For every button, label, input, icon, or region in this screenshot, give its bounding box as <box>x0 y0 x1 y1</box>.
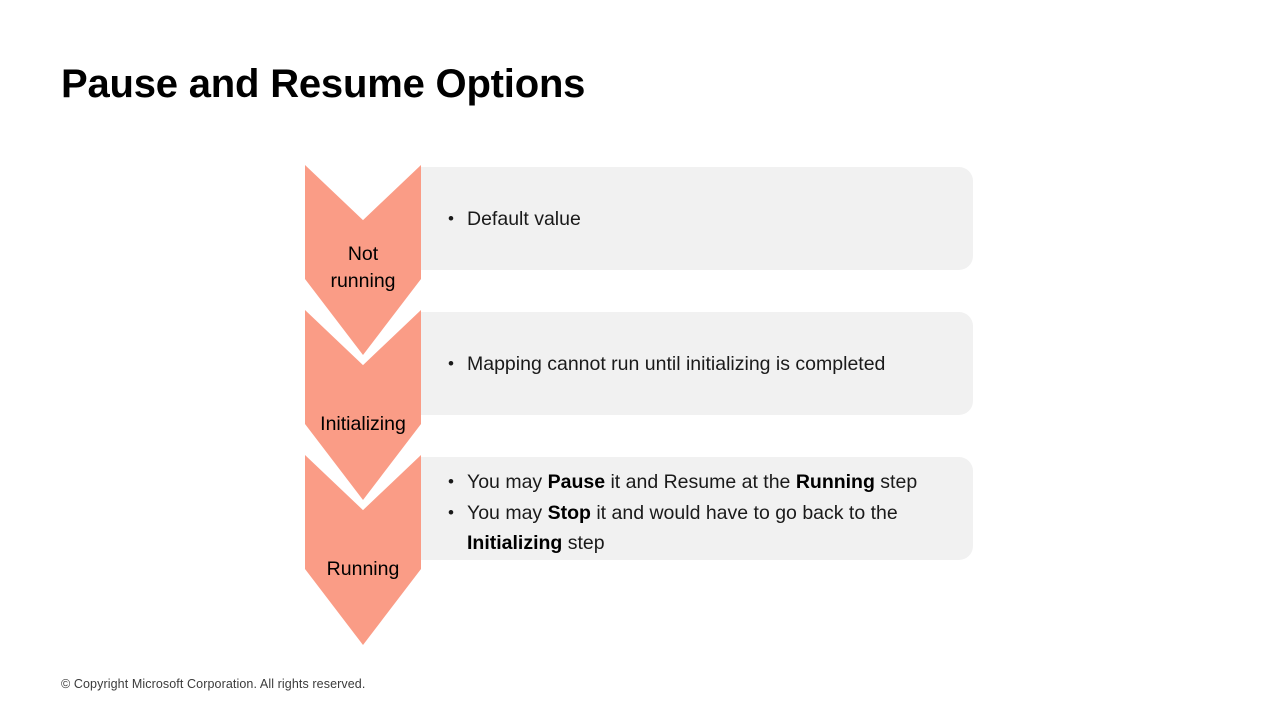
stage-content-body: Mapping cannot run until initializing is… <box>446 312 955 415</box>
bullet-text-suffix: step <box>562 532 605 554</box>
copyright-footer: © Copyright Microsoft Corporation. All r… <box>61 677 366 691</box>
stage-content-body: You may Pause it and Resume at the Runni… <box>446 457 955 560</box>
bullet-text-mid: it and Resume at the <box>605 471 796 493</box>
bullet-text: Default value <box>467 207 581 230</box>
list-item: Default value <box>446 204 955 234</box>
bullet-text: Mapping cannot run until initializing is… <box>467 352 886 375</box>
bullet-text-bold: Pause <box>547 471 606 493</box>
bullet-text-bold2: Initializing <box>467 532 563 554</box>
bullet-text-bold2: Running <box>795 471 875 493</box>
list-item: You may Stop it and would have to go bac… <box>446 498 924 558</box>
page-title: Pause and Resume Options <box>61 62 586 106</box>
bullet-text-prefix: You may <box>467 471 548 493</box>
chevron-shape <box>305 165 421 355</box>
bullet-text-mid: it and would have to go back to the <box>590 502 898 524</box>
stage-content-panel: Mapping cannot run until initializing is… <box>421 312 973 415</box>
bullet-text-suffix: step <box>874 471 918 493</box>
stage-content-panel: Default value <box>421 167 973 270</box>
bullet-list: You may Pause it and Resume at the Runni… <box>446 467 955 558</box>
bullet-list: Default value <box>446 204 955 234</box>
list-item: You may Pause it and Resume at the Runni… <box>446 467 955 497</box>
bullet-list: Mapping cannot run until initializing is… <box>446 349 955 379</box>
stage-content-body: Default value <box>446 167 955 270</box>
bullet-text-prefix: You may <box>467 502 548 524</box>
bullet-text-bold: Stop <box>547 502 591 524</box>
stage-content-panel: You may Pause it and Resume at the Runni… <box>421 457 973 560</box>
list-item: Mapping cannot run until initializing is… <box>446 349 955 379</box>
